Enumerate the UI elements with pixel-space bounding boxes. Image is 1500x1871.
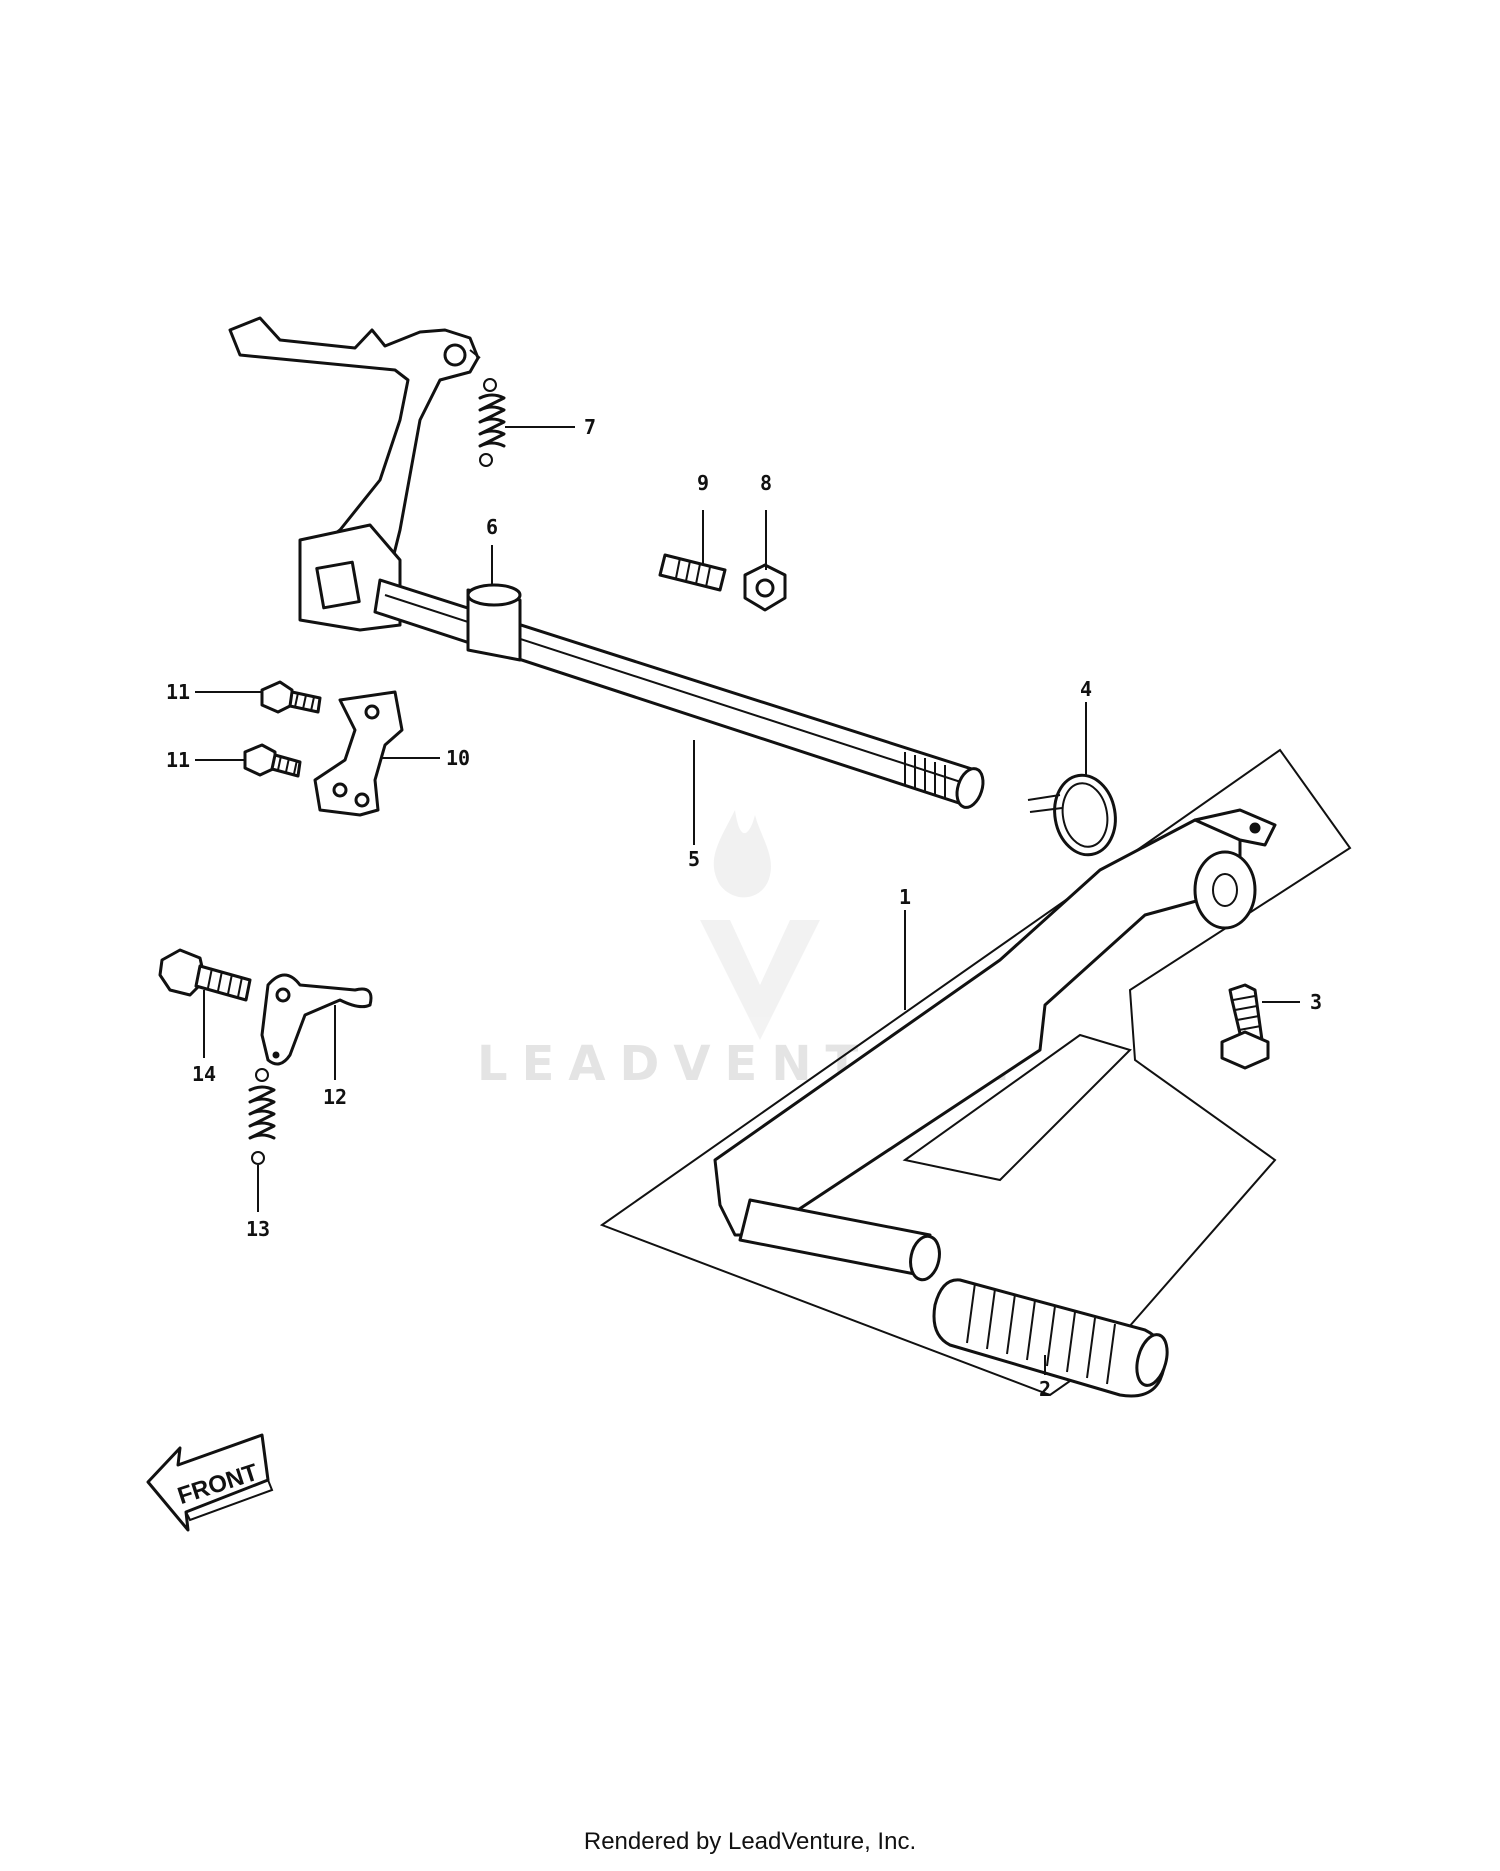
- shift-shaft: [373, 578, 985, 809]
- pedal-assembly-box-inner: [902, 1033, 1132, 1182]
- bolt-11-lower: [243, 743, 302, 778]
- front-arrow: FRONT: [146, 1433, 274, 1532]
- callout-14: 14: [192, 1062, 216, 1086]
- callout-11a: 11: [166, 680, 190, 704]
- lever-12: [260, 973, 373, 1066]
- pedal-assembly-box: [599, 748, 1352, 1397]
- callout-6: 6: [486, 515, 498, 539]
- spring-clip-4: [1027, 773, 1117, 857]
- callout-13: 13: [246, 1217, 270, 1241]
- callout-9: 9: [697, 471, 709, 495]
- callout-10: 10: [446, 746, 470, 770]
- callout-7: 7: [584, 415, 596, 439]
- watermark-logo: [700, 810, 820, 1040]
- callout-4: 4: [1080, 677, 1092, 701]
- callout-11b: 11: [166, 748, 190, 772]
- nut-8: [743, 563, 787, 612]
- bolt-11-upper: [260, 680, 322, 714]
- bolt-9: [658, 553, 727, 592]
- callout-2: 2: [1039, 1377, 1051, 1401]
- callout-3: 3: [1310, 990, 1322, 1014]
- pedal-rubber-2: [932, 1278, 1169, 1398]
- spring-13: [248, 1068, 276, 1165]
- shift-arm: [228, 316, 481, 632]
- render-credit: Rendered by LeadVenture, Inc.: [583, 1828, 917, 1855]
- callout-12: 12: [323, 1085, 347, 1109]
- bolt-14: [158, 948, 252, 1002]
- spring-7: [478, 378, 506, 467]
- bolt-3: [1220, 983, 1270, 1070]
- callout-1: 1: [899, 885, 911, 909]
- bracket-10: [313, 690, 404, 817]
- shift-pedal: [713, 808, 1277, 1282]
- callout-8: 8: [760, 471, 772, 495]
- callout-5: 5: [688, 847, 700, 871]
